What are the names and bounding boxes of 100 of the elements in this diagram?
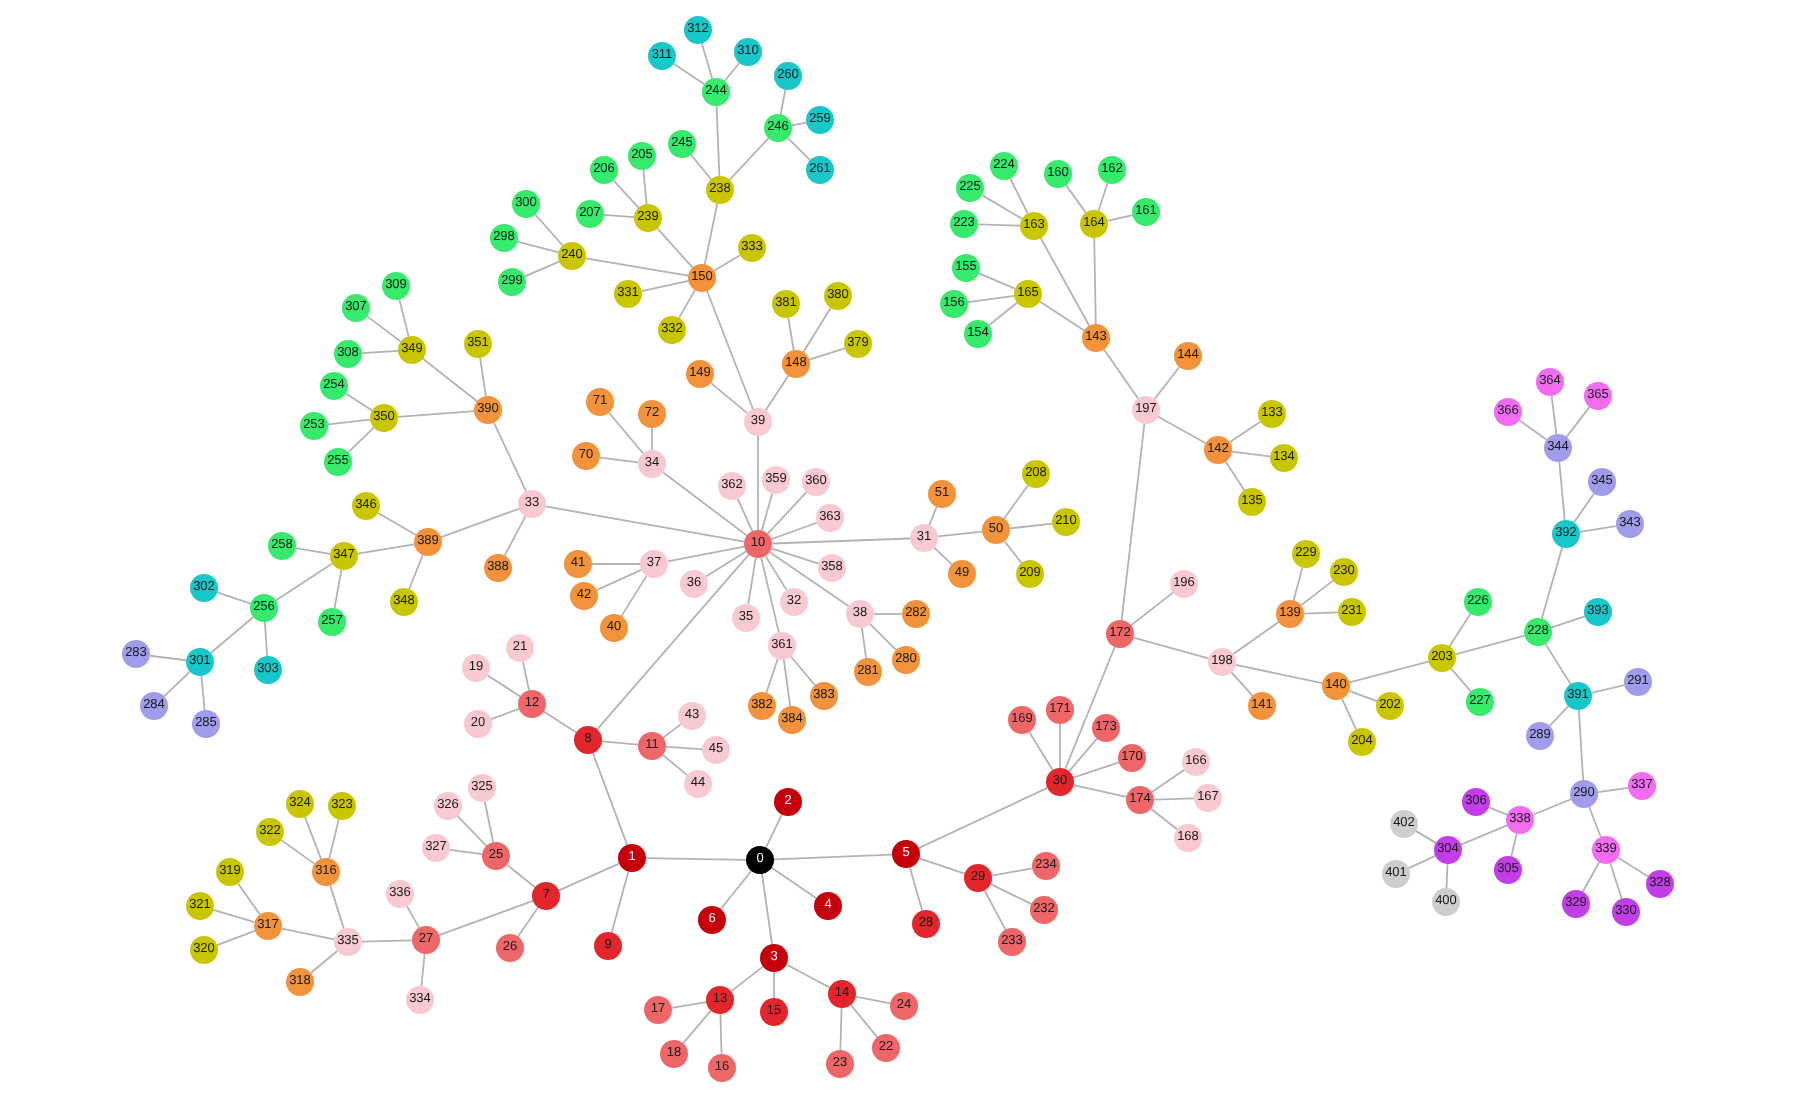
edge-line <box>1292 566 1304 602</box>
node-circle <box>434 792 462 820</box>
edge-line <box>719 1013 723 1055</box>
edge-line <box>1616 856 1650 878</box>
edge-line <box>983 889 1007 931</box>
node-circle <box>718 472 746 500</box>
edge-line <box>557 862 621 892</box>
node-circle <box>412 926 440 954</box>
node-circle <box>816 504 844 532</box>
node-circle <box>680 570 708 598</box>
node-circle <box>1170 570 1198 598</box>
node-circle <box>806 156 834 184</box>
edge-line <box>766 491 808 535</box>
edge-line <box>596 553 750 731</box>
edge-line <box>787 137 811 161</box>
edge-line <box>1068 737 1098 773</box>
node-circle <box>744 530 772 558</box>
edge-line <box>1153 797 1195 801</box>
edge-line <box>854 995 892 1005</box>
edge-line <box>1573 492 1595 524</box>
edge-line <box>656 227 694 269</box>
node-circle <box>628 142 656 170</box>
node-circle <box>768 632 796 660</box>
edge-line <box>280 927 336 941</box>
edge-line <box>690 153 712 181</box>
node-circle <box>330 542 358 570</box>
node-circle <box>1208 648 1236 676</box>
node-circle <box>706 176 734 204</box>
edge-line <box>1415 830 1437 844</box>
node-circle <box>1348 728 1376 756</box>
node-circle <box>928 480 956 508</box>
edge-line <box>773 853 893 861</box>
edge-line <box>209 616 255 654</box>
node-circle <box>1270 444 1298 472</box>
edge-line <box>438 899 534 937</box>
edge-line <box>1039 237 1091 327</box>
node-circle <box>386 880 414 908</box>
edge-line <box>1590 684 1626 694</box>
node-circle <box>746 846 774 874</box>
edge-line <box>329 884 345 930</box>
node-circle <box>818 554 846 582</box>
edge-line <box>1565 406 1591 438</box>
edge-line <box>1532 798 1572 816</box>
edge-line <box>1132 636 1210 660</box>
node-circle <box>468 774 496 802</box>
node-circle <box>990 152 1018 180</box>
edge-line <box>523 260 561 278</box>
node-circle <box>744 408 772 436</box>
edge-line <box>1038 300 1086 332</box>
edge-line <box>1231 450 1271 458</box>
edge-line <box>377 512 417 536</box>
edge-line <box>770 547 820 565</box>
node-circle <box>1434 836 1462 864</box>
edge-line <box>592 752 628 846</box>
node-circle <box>190 574 218 602</box>
edge-line <box>808 347 846 361</box>
edge-line <box>1448 612 1472 648</box>
node-circle <box>1462 788 1490 816</box>
node-circle <box>802 468 830 496</box>
edge-line <box>730 965 764 993</box>
edge-line <box>599 456 639 464</box>
edge-line <box>642 169 648 205</box>
node-circle <box>684 770 712 798</box>
node-circle <box>1126 786 1154 814</box>
node-circle <box>1132 396 1160 424</box>
node-circle <box>764 114 792 142</box>
node-circle <box>1524 618 1552 646</box>
edge-line <box>1009 522 1053 530</box>
node-circle <box>254 656 282 684</box>
edge-line <box>1454 634 1526 656</box>
node-circle <box>464 330 492 358</box>
node-circle <box>342 294 370 322</box>
edge-line <box>449 848 483 856</box>
node-circle <box>1628 772 1656 800</box>
edge-line <box>760 556 780 634</box>
edge-line <box>761 872 773 946</box>
edge-line <box>678 289 696 319</box>
node-circle <box>1494 856 1522 884</box>
edge-line <box>703 202 719 266</box>
edge-line <box>981 194 1023 220</box>
edge-line <box>764 374 790 412</box>
node-circle <box>638 400 666 428</box>
edge-line <box>1028 731 1054 771</box>
node-circle <box>890 992 918 1020</box>
node-circle <box>600 614 628 642</box>
node-circle <box>1030 896 1058 924</box>
edge-line <box>595 568 643 592</box>
edge-line <box>1150 807 1178 831</box>
node-circle <box>576 200 604 228</box>
edge-line <box>1596 787 1630 793</box>
node-circle <box>1612 898 1640 926</box>
node-circle <box>1466 688 1494 716</box>
node-circle <box>1616 510 1644 538</box>
edge-line <box>1153 366 1181 400</box>
node-circle <box>370 404 398 432</box>
node-circle <box>324 448 352 476</box>
node-circle <box>250 594 278 622</box>
edge-line <box>522 660 530 692</box>
node-circle <box>952 254 980 282</box>
node-circle <box>1292 540 1320 568</box>
